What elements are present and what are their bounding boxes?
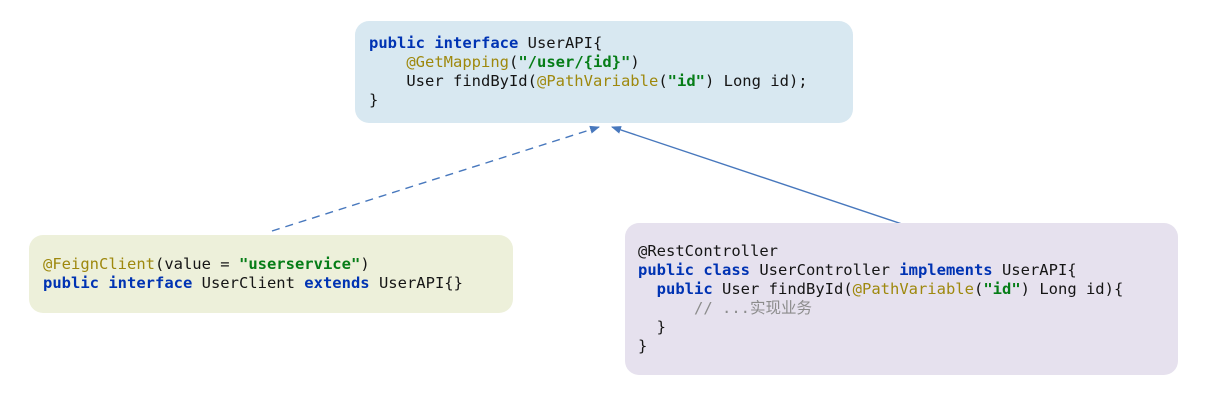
code-token-plain: UserClient: [192, 274, 305, 292]
code-token-annotation: @FeignClient: [43, 255, 155, 273]
code-token-keyword: public interface: [43, 274, 193, 292]
code-token-plain: }: [638, 318, 666, 336]
code-token-plain: }: [369, 91, 379, 109]
code-token-string: "userservice": [238, 255, 361, 273]
code-token-annotation: @PathVariable: [852, 280, 974, 298]
code-token-string: "id": [983, 280, 1021, 298]
feign-client-box: @FeignClient(value = "userservice") publ…: [29, 235, 513, 313]
code-token-plain: (: [973, 280, 984, 298]
code-token-plain: User findById(: [712, 280, 853, 298]
extends-arrow-dashed: [271, 125, 600, 232]
code-token-plain: @RestController: [638, 242, 778, 260]
code-token-plain: UserAPI{}: [369, 274, 463, 292]
implements-arrow-solid: [611, 126, 903, 225]
code-token-string: "id": [667, 72, 705, 90]
code-token-plain: UserController: [749, 261, 900, 279]
code-token-annotation: @GetMapping: [406, 53, 509, 71]
code-token-plain: ) Long id){: [1020, 280, 1124, 298]
code-token-keyword: implements: [899, 261, 993, 279]
code-token-annotation: @PathVariable: [536, 72, 659, 90]
user-api-interface-box: public interface UserAPI{ @GetMapping("/…: [355, 21, 853, 123]
code-token-plain: }: [638, 337, 648, 355]
code-token-plain: ) Long id);: [704, 72, 808, 90]
code-token-plain: UserAPI{: [518, 34, 603, 52]
code-token-plain: [369, 53, 406, 71]
code-token-comment: // ...实现业务: [638, 299, 812, 317]
code-token-plain: (: [508, 53, 519, 71]
code-token-plain: UserAPI{: [992, 261, 1077, 279]
code-token-plain: (: [658, 72, 668, 90]
rest-controller-box: @RestController public class UserControl…: [625, 223, 1178, 375]
code-token-keyword: public interface: [369, 34, 519, 52]
code-token-keyword: public class: [638, 261, 750, 279]
code-token-string: "/user/{id}": [518, 53, 631, 71]
code-token-plain: ): [360, 255, 370, 273]
code-token-plain: (value =: [154, 255, 239, 273]
code-token-keyword: extends: [304, 274, 370, 292]
code-token-plain: [638, 280, 657, 298]
code-token-plain: ): [630, 53, 640, 71]
code-token-plain: User findById(: [369, 72, 537, 90]
code-token-keyword: public: [656, 280, 713, 298]
